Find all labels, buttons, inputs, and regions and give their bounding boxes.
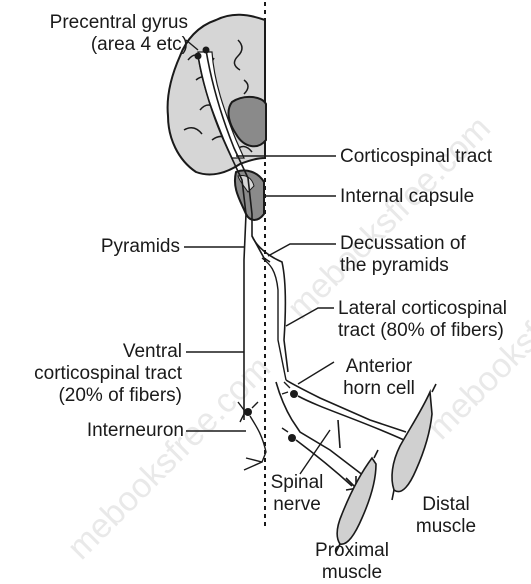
label-proximal-muscle: Proximal muscle — [304, 540, 400, 584]
label-pyramids: Pyramids — [101, 236, 180, 258]
spinal-nerve — [338, 420, 340, 448]
label-line: the pyramids — [340, 255, 466, 277]
label-line: Ventral — [34, 341, 182, 363]
label-interneuron: Interneuron — [87, 420, 184, 442]
interneuron-cell — [244, 408, 252, 416]
label-line: Distal — [408, 494, 484, 516]
label-decussation: Decussation of the pyramids — [340, 233, 466, 277]
leader-anterior-horn — [298, 362, 334, 384]
label-precentral-gyrus: Precentral gyrus (area 4 etc) — [50, 12, 188, 56]
leader-lateral — [286, 308, 334, 326]
label-corticospinal-tract: Corticospinal tract — [340, 146, 492, 168]
label-lateral-corticospinal: Lateral corticospinal tract (80% of fibe… — [338, 298, 507, 342]
anterior-horn-cell — [290, 390, 298, 398]
leader-decussation — [268, 244, 336, 256]
anterior-horn-dendrite — [282, 382, 290, 394]
label-line: Lateral corticospinal — [338, 298, 507, 320]
label-line: muscle — [408, 516, 484, 538]
label-line: Spinal — [264, 472, 330, 494]
label-line: Proximal — [304, 540, 400, 562]
label-line: Anterior — [334, 356, 424, 378]
label-spinal-nerve: Spinal nerve — [264, 472, 330, 516]
distal-muscle — [392, 392, 432, 492]
label-anterior-horn-cell: Anterior horn cell — [334, 356, 424, 400]
interneuron-axon — [244, 416, 266, 470]
label-distal-muscle: Distal muscle — [408, 494, 484, 538]
label-line: Decussation of — [340, 233, 466, 255]
axon-to-distal — [298, 396, 412, 444]
label-line: muscle — [304, 562, 400, 584]
spinal-nerve-pointer — [300, 430, 330, 474]
label-line: Precentral gyrus — [50, 12, 188, 34]
lateral-tract-fiber — [252, 236, 288, 372]
label-line: nerve — [264, 494, 330, 516]
label-line: corticospinal tract — [34, 363, 182, 385]
label-line: (area 4 etc) — [50, 34, 188, 56]
label-ventral-corticospinal: Ventral corticospinal tract (20% of fibe… — [34, 341, 182, 407]
label-internal-capsule: Internal capsule — [340, 186, 474, 208]
label-line: (20% of fibers) — [34, 385, 182, 407]
proximal-motor-neuron — [288, 434, 296, 442]
proximal-motor-dendrite — [282, 428, 288, 432]
label-line: tract (80% of fibers) — [338, 320, 507, 342]
label-line: horn cell — [334, 378, 424, 400]
